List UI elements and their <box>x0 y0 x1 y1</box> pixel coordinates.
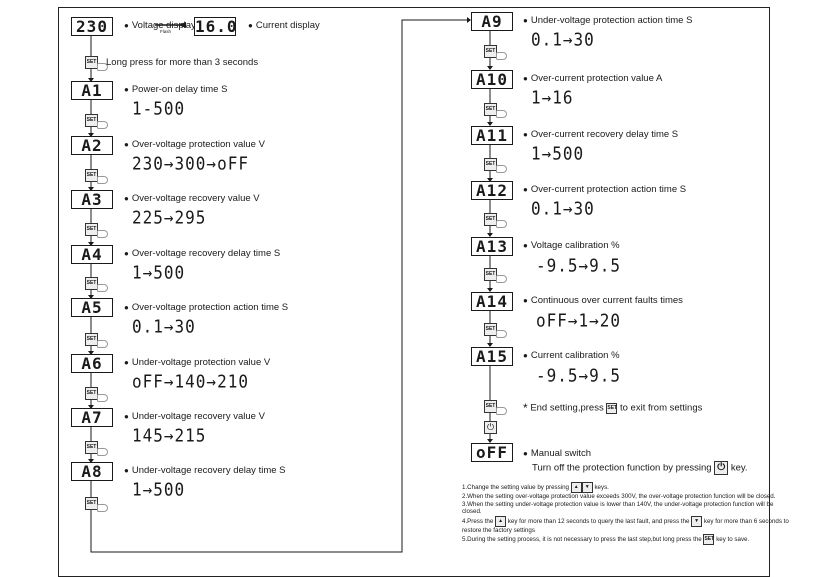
voltage-display-label: ●Voltage display <box>124 20 196 31</box>
note-4: 4.Press the ▲ key for more than 12 secon… <box>462 515 789 534</box>
set-key-inline-icon: SET <box>703 534 715 546</box>
manual-switch-title: ●Manual switch <box>523 448 592 459</box>
power-key-icon: ⏻ <box>484 421 497 434</box>
manual-switch-description: Turn off the protection function by pres… <box>532 461 748 475</box>
set-key-icon: SET <box>85 387 108 402</box>
step-label-a9: ●Under-voltage protection action time S <box>523 15 693 26</box>
set-key-icon: SET <box>85 56 108 71</box>
step-label-a13: ●Voltage calibration % <box>523 240 620 251</box>
step-range-a5: 0.1→30 <box>132 315 196 337</box>
set-key-inline-icon: SET <box>606 402 618 414</box>
step-code-a15: A15 <box>471 347 513 366</box>
step-code-a11: A11 <box>471 126 513 145</box>
set-key-icon: SET <box>484 400 507 415</box>
step-label-a10: ●Over-current protection value A <box>523 73 663 84</box>
step-range-a1: 1-500 <box>132 97 186 119</box>
current-display-label: ●Current display <box>248 20 320 31</box>
step-code-a14: A14 <box>471 292 513 311</box>
down-key-icon: ▼ <box>581 482 593 493</box>
set-key-icon: SET <box>85 169 108 184</box>
set-key-icon: SET <box>85 333 108 348</box>
step-range-a7: 145→215 <box>132 424 207 446</box>
step-label-a14: ●Continuous over current faults times <box>523 295 683 306</box>
off-code: oFF <box>471 443 513 462</box>
step-label-a4: ●Over-voltage recovery delay time S <box>124 248 281 259</box>
set-key-icon: SET <box>484 158 507 173</box>
setting-notes: 1.Change the setting value by pressing ▲… <box>462 482 792 546</box>
up-key-icon: ▲ <box>495 515 507 527</box>
step-code-a9: A9 <box>471 12 513 31</box>
set-key-icon: SET <box>85 114 108 129</box>
step-label-a7: ●Under-voltage recovery value V <box>124 411 265 422</box>
step-label-a1: ●Power-on delay time S <box>124 84 228 95</box>
step-label-a12: ●Over-current protection action time S <box>523 184 687 195</box>
step-range-a4: 1→500 <box>132 261 186 283</box>
set-key-icon: SET <box>85 497 108 512</box>
step-label-a2: ●Over-voltage protection value V <box>124 139 265 150</box>
note-5: 5.During the setting process, it is not … <box>462 534 750 546</box>
note-3: 3.When the setting under-voltage protect… <box>462 500 774 516</box>
step-range-a9: 0.1→30 <box>531 28 595 50</box>
set-key-icon: SET <box>484 323 507 338</box>
step-range-a3: 225→295 <box>132 206 207 228</box>
step-code-a4: A4 <box>71 245 113 264</box>
step-code-a7: A7 <box>71 408 113 427</box>
step-range-a10: 1→16 <box>531 86 574 108</box>
up-key-icon: ▲ <box>570 482 582 493</box>
step-code-a12: A12 <box>471 181 513 200</box>
step-code-a1: A1 <box>71 81 113 100</box>
step-code-a3: A3 <box>71 190 113 209</box>
step-range-a2: 230→300→oFF <box>132 152 249 174</box>
down-key-icon: ▼ <box>691 515 703 527</box>
step-range-a15: -9.5→9.5 <box>536 364 622 386</box>
note-2: 2.When the setting over-voltage protecti… <box>462 493 776 500</box>
step-label-a6: ●Under-voltage protection value V <box>124 357 271 368</box>
step-code-a13: A13 <box>471 237 513 256</box>
set-key-icon: SET <box>85 223 108 238</box>
step-range-a11: 1→500 <box>531 142 585 164</box>
step-code-a5: A5 <box>71 298 113 317</box>
step-code-a8: A8 <box>71 462 113 481</box>
flash-label: Flash <box>160 29 172 34</box>
step-label-a15: ●Current calibration % <box>523 350 620 361</box>
step-range-a8: 1→500 <box>132 478 186 500</box>
step-code-a10: A10 <box>471 70 513 89</box>
power-key-inline-icon: ⏻ <box>714 461 729 475</box>
note-1: 1.Change the setting value by pressing ▲… <box>462 482 609 493</box>
long-press-text: Long press for more than 3 seconds <box>106 57 259 68</box>
set-key-icon: SET <box>85 277 108 292</box>
step-range-a12: 0.1→30 <box>531 197 595 219</box>
set-key-icon: SET <box>484 45 507 60</box>
step-label-a8: ●Under-voltage recovery delay time S <box>124 465 286 476</box>
step-code-a2: A2 <box>71 136 113 155</box>
voltage-display-code: 230 <box>71 17 113 36</box>
step-range-a14: oFF→1→20 <box>536 309 622 331</box>
set-key-icon: SET <box>85 441 108 456</box>
step-label-a5: ●Over-voltage protection action time S <box>124 302 289 313</box>
step-range-a6: oFF→140→210 <box>132 370 249 392</box>
step-label-a3: ●Over-voltage recovery value V <box>124 193 260 204</box>
current-display-code: 16.0 <box>194 17 238 36</box>
set-key-icon: SET <box>484 268 507 283</box>
step-label-a11: ●Over-current recovery delay time S <box>523 129 679 140</box>
set-key-icon: SET <box>484 103 507 118</box>
step-code-a6: A6 <box>71 354 113 373</box>
set-key-icon: SET <box>484 213 507 228</box>
end-setting-text: * End setting,press SET to exit from set… <box>523 401 703 415</box>
step-range-a13: -9.5→9.5 <box>536 254 622 276</box>
